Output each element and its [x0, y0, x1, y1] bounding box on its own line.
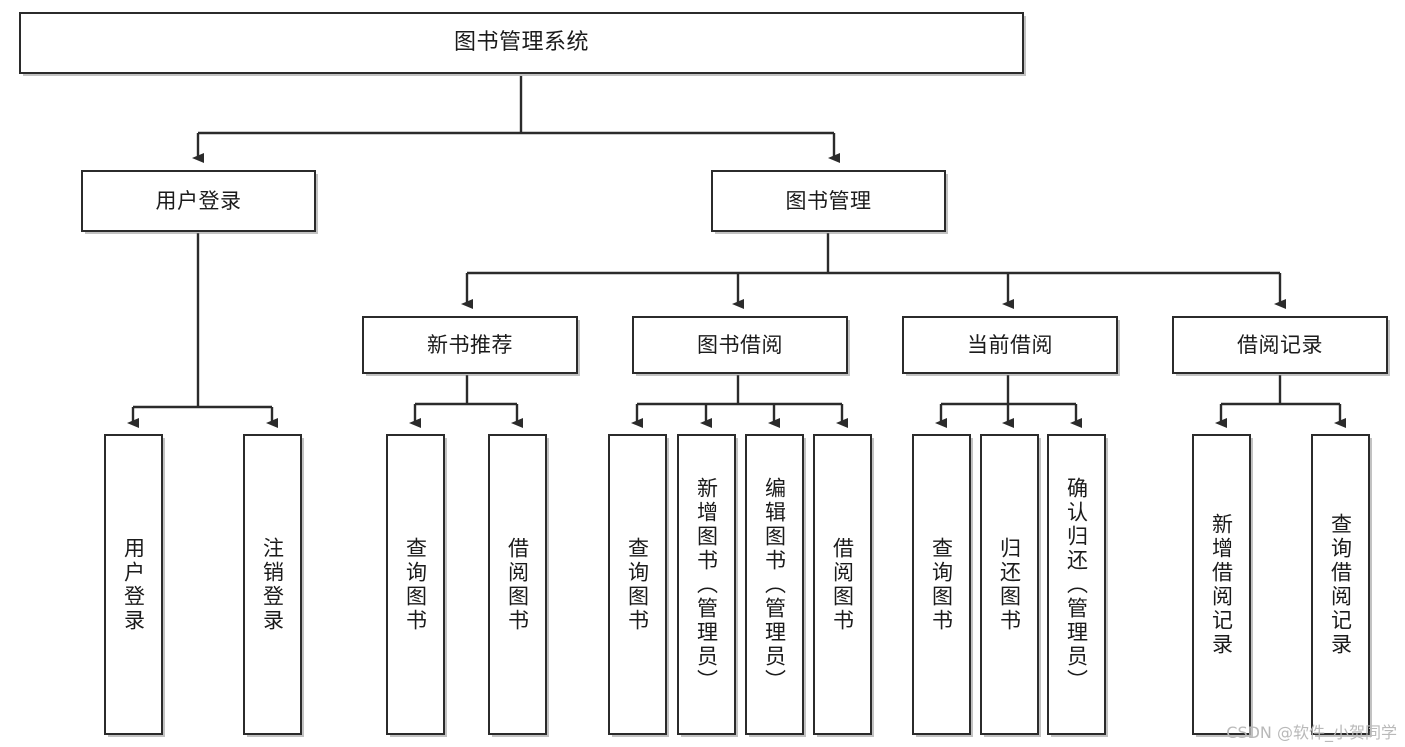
leaf-book-borrow-borrow[interactable]: 借阅图书: [813, 434, 872, 735]
node-root[interactable]: 图书管理系统: [19, 12, 1024, 74]
node-new-book-recommend-label: 新书推荐: [427, 332, 513, 357]
node-new-book-recommend[interactable]: 新书推荐: [362, 316, 578, 374]
leaf-current-borrow-return-label: 归还图书: [997, 536, 1022, 633]
leaf-user-login-signout-label: 注销登录: [260, 536, 285, 633]
leaf-current-borrow-confirm-return[interactable]: 确认归还（管理员）: [1047, 434, 1106, 735]
leaf-book-borrow-add-label: 新增图书（管理员）: [694, 476, 719, 693]
leaf-new-book-query[interactable]: 查询图书: [386, 434, 445, 735]
leaf-current-borrow-return[interactable]: 归还图书: [980, 434, 1039, 735]
watermark: CSDN @软件_小贺同学: [1226, 723, 1397, 742]
node-book-borrow-label: 图书借阅: [697, 332, 783, 357]
leaf-current-borrow-query[interactable]: 查询图书: [912, 434, 971, 735]
leaf-new-book-borrow-label: 借阅图书: [505, 536, 530, 633]
leaf-borrow-record-query[interactable]: 查询借阅记录: [1311, 434, 1370, 735]
leaf-current-borrow-confirm-return-label: 确认归还（管理员）: [1064, 476, 1089, 693]
node-user-login-label: 用户登录: [155, 188, 242, 213]
leaf-book-borrow-query[interactable]: 查询图书: [608, 434, 667, 735]
leaf-user-login-signout[interactable]: 注销登录: [243, 434, 302, 735]
node-book-management[interactable]: 图书管理: [711, 170, 946, 232]
leaf-borrow-record-add-label: 新增借阅记录: [1209, 512, 1234, 657]
node-current-borrow[interactable]: 当前借阅: [902, 316, 1118, 374]
leaf-current-borrow-query-label: 查询图书: [929, 536, 954, 633]
leaf-new-book-borrow[interactable]: 借阅图书: [488, 434, 547, 735]
node-user-login[interactable]: 用户登录: [81, 170, 316, 232]
node-root-label: 图书管理系统: [453, 30, 589, 56]
leaf-book-borrow-edit-label: 编辑图书（管理员）: [762, 476, 787, 693]
leaf-borrow-record-add[interactable]: 新增借阅记录: [1192, 434, 1251, 735]
leaf-borrow-record-query-label: 查询借阅记录: [1328, 512, 1353, 657]
node-borrow-record[interactable]: 借阅记录: [1172, 316, 1388, 374]
node-book-management-label: 图书管理: [785, 188, 872, 213]
node-current-borrow-label: 当前借阅: [967, 332, 1053, 357]
node-borrow-record-label: 借阅记录: [1237, 332, 1323, 357]
leaf-book-borrow-query-label: 查询图书: [625, 536, 650, 633]
leaf-user-login-signin-label: 用户登录: [121, 536, 146, 633]
leaf-user-login-signin[interactable]: 用户登录: [104, 434, 163, 735]
leaf-book-borrow-edit[interactable]: 编辑图书（管理员）: [745, 434, 804, 735]
leaf-book-borrow-add[interactable]: 新增图书（管理员）: [677, 434, 736, 735]
leaf-new-book-query-label: 查询图书: [403, 536, 428, 633]
leaf-book-borrow-borrow-label: 借阅图书: [830, 536, 855, 633]
node-book-borrow[interactable]: 图书借阅: [632, 316, 848, 374]
